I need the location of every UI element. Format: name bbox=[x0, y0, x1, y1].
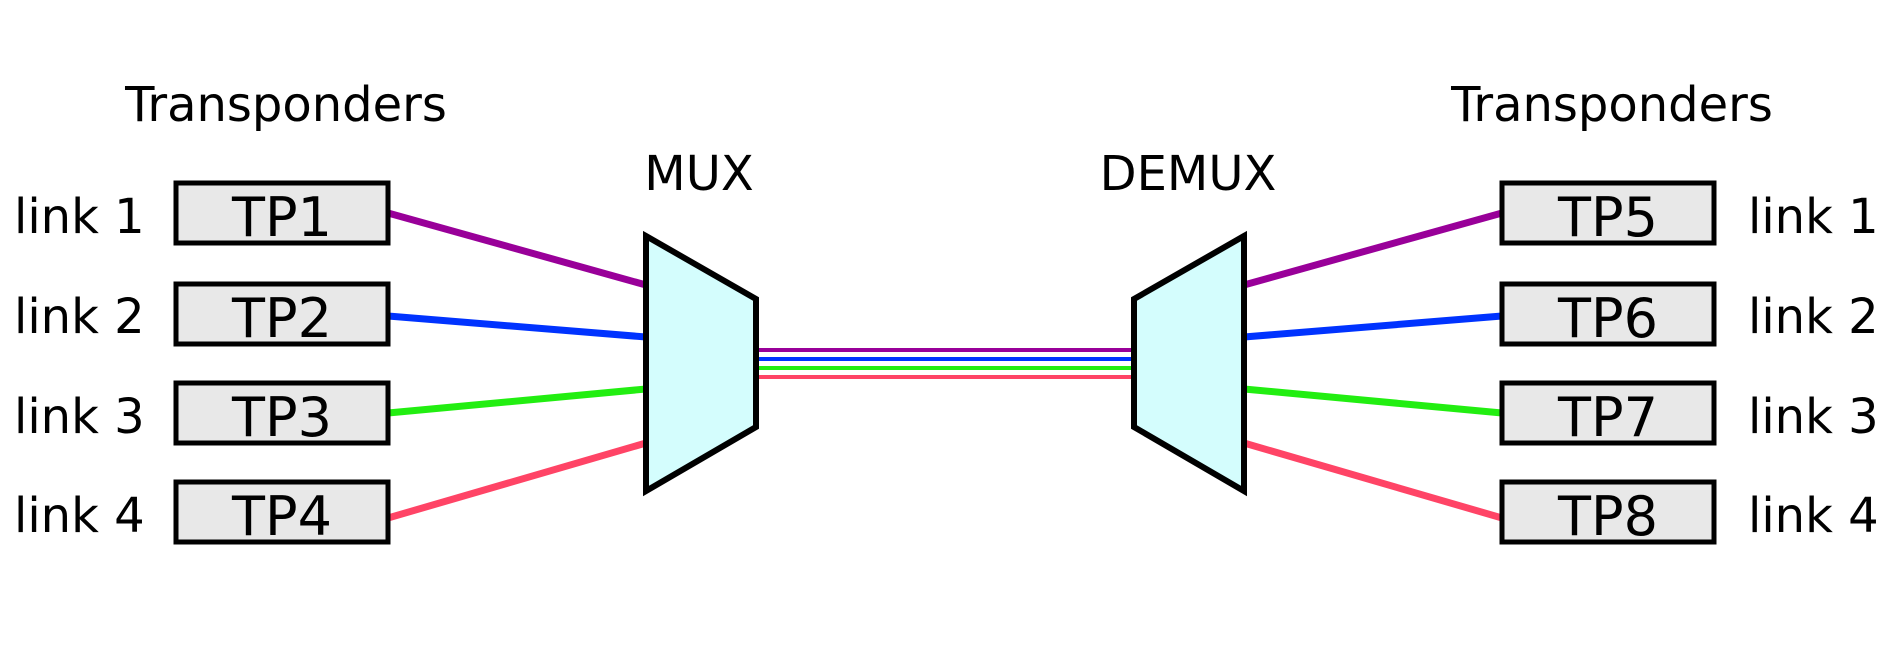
right-row-3: TP7 link 3 bbox=[1499, 380, 1879, 449]
link-3-line-left bbox=[387, 385, 647, 417]
right-row-1: TP5 link 1 bbox=[1499, 180, 1879, 249]
link-4-line-right bbox=[1243, 439, 1503, 522]
left-link-label: link 4 bbox=[14, 488, 145, 544]
mux-label: MUX bbox=[644, 146, 753, 202]
tp2-box bbox=[173, 281, 391, 347]
left-transponders-heading: Transponders bbox=[124, 77, 447, 133]
link-3-line-right bbox=[1243, 385, 1503, 417]
demux-shape bbox=[1131, 230, 1247, 497]
tp6-box bbox=[1499, 281, 1717, 347]
tp5-box bbox=[1499, 180, 1717, 246]
link-1-line-right bbox=[1243, 209, 1503, 289]
left-link-label: link 3 bbox=[14, 389, 145, 445]
left-link-label: link 2 bbox=[14, 289, 145, 345]
left-row-3: link 3 TP3 bbox=[14, 380, 391, 449]
tp4-label: TP4 bbox=[231, 485, 332, 548]
left-row-1: link 1 TP1 bbox=[14, 180, 391, 249]
tp5-label: TP5 bbox=[1557, 186, 1658, 249]
demux-label: DEMUX bbox=[1100, 146, 1277, 202]
tp1-label: TP1 bbox=[231, 186, 332, 249]
left-link-label: link 1 bbox=[14, 189, 145, 245]
tp7-label: TP7 bbox=[1557, 386, 1658, 449]
tp6-label: TP6 bbox=[1557, 287, 1658, 350]
mux-shape bbox=[643, 230, 759, 497]
tp2-label: TP2 bbox=[231, 287, 332, 350]
left-row-4: link 4 TP4 bbox=[14, 479, 391, 548]
tp4-box bbox=[173, 479, 391, 545]
tp8-box bbox=[1499, 479, 1717, 545]
right-link-label: link 1 bbox=[1748, 189, 1879, 245]
left-row-2: link 2 TP2 bbox=[14, 281, 391, 350]
right-row-4: TP8 link 4 bbox=[1499, 479, 1879, 548]
right-link-label: link 2 bbox=[1748, 289, 1879, 345]
link-1-line-left bbox=[387, 209, 647, 289]
right-link-label: link 3 bbox=[1748, 389, 1879, 445]
tp1-box bbox=[173, 180, 391, 246]
tp3-box bbox=[173, 380, 391, 446]
tp7-box bbox=[1499, 380, 1717, 446]
tp3-label: TP3 bbox=[231, 386, 332, 449]
right-row-2: TP6 link 2 bbox=[1499, 281, 1879, 350]
link-2-line-left bbox=[387, 312, 647, 341]
link-2-line-right bbox=[1243, 312, 1503, 341]
right-transponders-heading: Transponders bbox=[1450, 77, 1773, 133]
tp8-label: TP8 bbox=[1557, 485, 1658, 548]
right-link-label: link 4 bbox=[1748, 488, 1879, 544]
link-4-line-left bbox=[387, 439, 647, 522]
